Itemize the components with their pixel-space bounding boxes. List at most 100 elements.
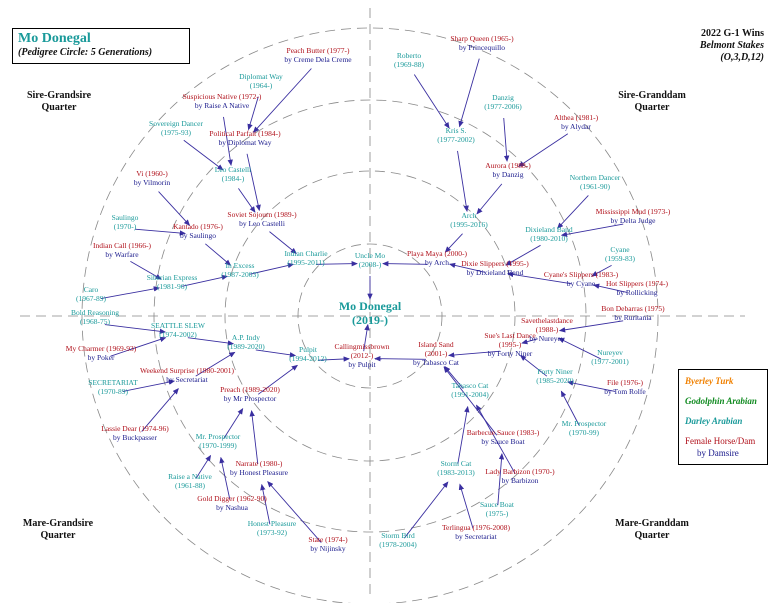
horse-label-leocastelli: Leo Castelli	[215, 165, 251, 174]
horse-label-mrprospector2: (1970-99)	[569, 428, 599, 437]
lineage-arrow-mrprospector2-forty_niner	[560, 390, 580, 426]
horse-label-sovietsojourn: Soviet Sojourn (1989-)	[227, 210, 297, 219]
horse-label-islandsand: by Tabasco Cat	[413, 358, 460, 367]
horse-label-islandsand: (2001-)	[425, 349, 448, 358]
legend-godolphin-arabian: Godolphin Arabian	[685, 396, 757, 406]
lineage-arrow-saulingo-kantado	[134, 228, 186, 236]
lineage-arrow-preach-pulpit	[257, 364, 299, 395]
horse-label-boldreasoning: (1968-75)	[80, 317, 110, 326]
horse-label-roberto: Roberto	[397, 51, 421, 60]
horse-label-hotslippers: by Rollicking	[616, 288, 657, 297]
lineage-arrow-mycharmer-seattleslew	[110, 336, 167, 357]
lineage-arrow-sueslastdance-islandsand	[448, 350, 501, 358]
lineage-arrow-stormcat-tabascocat	[457, 405, 470, 465]
horse-label-islandsand: Island Sand	[418, 340, 453, 349]
center-horse-name: Mo Donegal	[339, 299, 402, 313]
lineage-arrow-leocastelli-sovietsojourn	[238, 188, 256, 213]
quarter-mare-grandsire: Mare-Grandsire Quarter	[8, 518, 108, 542]
horse-label-file: by Tom Rolfe	[604, 387, 646, 396]
horse-label-mrprospector1: Mr. Prospector	[196, 432, 241, 441]
horse-label-stormcat: (1983-2013)	[437, 468, 475, 477]
horse-label-indiancharlie: (1995-2011)	[287, 258, 325, 267]
lineage-arrow-apindy-pulpit	[255, 349, 297, 358]
horse-label-savethelastdance: by Nureyev	[529, 334, 564, 343]
horse-label-dixielandband: (1980-2010)	[530, 234, 568, 243]
horse-label-callingmissbrown: (2012-)	[351, 351, 374, 360]
horse-label-northerndancer: Northern Dancer	[570, 173, 621, 182]
horse-label-althea: Althea (1981-)	[554, 113, 599, 122]
quarter-label: Quarter	[40, 530, 76, 541]
title-horse-name: Mo Donegal	[18, 31, 91, 46]
legend-byerley-turk: Byerley Turk	[685, 376, 734, 386]
lineage-arrow-sovietsojourn-indiancharlie	[269, 231, 297, 254]
horse-label-sauceboat: Sauce Boat	[480, 500, 515, 509]
lineage-arrow-peachbutter-politicalparfait	[252, 68, 312, 133]
horse-label-aurora: by Danzig	[492, 170, 523, 179]
horse-label-golddigger: Gold Digger (1962-90)	[197, 494, 267, 503]
horse-label-seattleslew: SEATTLE SLEW	[151, 321, 206, 330]
horse-label-indiancall: by Warfare	[105, 250, 139, 259]
horse-label-arch: (1995-2016)	[450, 220, 488, 229]
horse-label-ladybarbizon: Lady Barbizon (1970-)	[485, 467, 555, 476]
horse-label-unclemo: (2008-)	[359, 260, 382, 269]
lineage-arrow-cyane-cyaneslippers	[591, 265, 612, 277]
horse-label-cyane: (1959-83)	[605, 254, 635, 263]
lineage-arrow-cyaneslippers-dixieslippers	[507, 271, 572, 285]
horse-label-tabascocat: Tabasco Cat	[452, 381, 490, 390]
lineage-arrow-dixieslippers-playamaya	[448, 262, 486, 273]
lineage-arrow-secretariat-weekendsurprise	[122, 379, 176, 392]
lineage-arrows	[100, 58, 628, 543]
horse-label-kantado: Kantado (1976-)	[173, 222, 223, 231]
lineage-arrow-kantado-inexcess	[205, 243, 232, 266]
horse-label-althea: by Alydar	[561, 122, 591, 131]
horse-label-playamaya: by Arch	[425, 258, 449, 267]
horse-label-inexcess: (1987-2003)	[221, 270, 259, 279]
horse-label-caro: Caro	[84, 285, 99, 294]
horse-label-indiancall: Indian Call (1966-)	[93, 241, 151, 250]
horse-label-unclemo: Uncle Mo	[355, 251, 385, 260]
lineage-arrow-state-narrate	[267, 480, 322, 543]
horse-label-roberto: (1969-88)	[394, 60, 424, 69]
horse-label-tabascocat: (1991-2004)	[451, 390, 489, 399]
horse-label-kriss: (1977-2002)	[437, 135, 475, 144]
horse-label-vi: Vi (1960-)	[136, 169, 168, 178]
lineage-arrow-file-forty_niner	[566, 380, 616, 392]
lineage-arrow-siberianexpress-inexcess	[181, 274, 229, 287]
horse-label-preach: Preach (1989-2020)	[220, 385, 280, 394]
horse-label-bondebarras: by Ruritania	[614, 313, 652, 322]
lineage-arrow-politicalparfait-sovietsojourn	[246, 153, 261, 212]
horse-label-sovereigndancer: (1975-93)	[161, 128, 191, 137]
title-subtitle: (Pedigree Circle: 5 Generations)	[18, 47, 153, 58]
horse-label-barbecuesauce: Barbecue Sauce (1983-)	[467, 428, 540, 437]
horse-label-sharpqueen: Sharp Queen (1965-)	[450, 34, 514, 43]
quarter-label: Quarter	[41, 102, 77, 113]
horse-label-inexcess: In Excess	[226, 261, 255, 270]
horse-label-secretariat: (1970-89)	[98, 387, 128, 396]
horse-label-dixieslippers: by Dixieland Band	[467, 268, 524, 277]
lineage-arrow-callingmissbrown-center	[363, 323, 370, 352]
horse-label-sueslastdance: (1995-)	[499, 340, 522, 349]
lineage-arrow-sauceboat-barbecuesauce	[497, 453, 505, 506]
lineage-arrow-lassiedear-weekendsurprise	[141, 387, 179, 432]
race-info-line2: Belmont Stakes	[699, 40, 764, 51]
legend-damsire: by Damsire	[697, 448, 739, 458]
horse-label-nureyev: Nureyev	[597, 348, 623, 357]
horse-label-kriss: Kris S.	[446, 126, 467, 135]
horse-label-diplomatway: Diplomat Way	[239, 72, 283, 81]
lineage-arrow-pulpit-callingmissbrown	[317, 356, 350, 362]
lineage-arrow-roberto-kriss	[413, 74, 450, 129]
race-info-line3: (O,3,D,12)	[720, 52, 764, 63]
lineage-arrow-aurora-arch	[476, 183, 503, 215]
horse-label-savethelastdance: Savethelastdance	[521, 316, 573, 325]
lineage-arrow-narrate-preach	[249, 410, 259, 465]
quarter-sire-grandsire: Sire-Grandsire Quarter	[14, 90, 104, 114]
horse-label-indiancharlie: Indian Charlie	[284, 249, 328, 258]
horse-label-mississippimud: by Delta Judge	[611, 216, 657, 225]
center-horse-years: (2019-)	[352, 313, 388, 327]
horse-label-sueslastdance: by Forty Niner	[488, 349, 533, 358]
lineage-arrow-vi-kantado	[158, 191, 191, 226]
horse-label-caro: (1967-89)	[76, 294, 106, 303]
lineage-arrow-sovereigndancer-leocastelli	[183, 139, 224, 171]
horse-label-apindy: A.P. Indy	[232, 333, 260, 342]
